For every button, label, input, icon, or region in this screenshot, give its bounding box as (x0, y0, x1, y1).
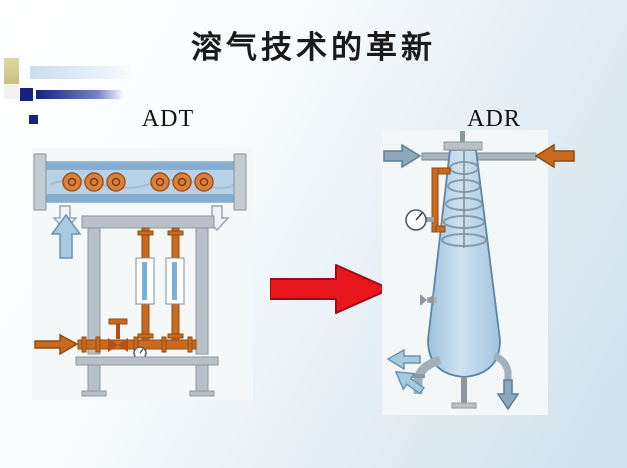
label-adr: ADR (467, 106, 521, 132)
valve-body-left (108, 338, 118, 352)
adr-diagram (382, 130, 575, 415)
red-right-arrow-icon (270, 264, 391, 314)
foot-right (189, 390, 215, 397)
foot-left (81, 390, 107, 397)
gauge-needle (139, 348, 144, 354)
valve-body-right (427, 294, 434, 306)
flange (167, 333, 184, 339)
up-flow-arrow-icon (50, 213, 82, 259)
vessel-cone-body (427, 149, 501, 378)
gauge-needle (415, 212, 423, 221)
outlet-pipe-left (413, 355, 442, 394)
outlet-flange (411, 374, 425, 378)
elbow-bottom (435, 225, 446, 233)
inlet-flow-arrow-icon (34, 333, 79, 356)
water-inlet-arrow-icon (383, 143, 422, 169)
label-adt: ADT (141, 106, 195, 132)
support-foot (451, 402, 477, 409)
flow-meter-1-float (142, 262, 147, 300)
adt-diagram (32, 148, 253, 400)
flange (167, 230, 184, 236)
frame-top-beam (81, 215, 215, 229)
flange (137, 333, 154, 339)
transition-arrow (270, 264, 391, 314)
vessel-end-cap-left (33, 153, 47, 211)
gauge-connector (425, 217, 434, 222)
orange-vertical-pipe (431, 167, 439, 233)
decoration-khaki-square (4, 58, 19, 84)
top-pipe-left (421, 152, 451, 161)
outlet-arrow-diagonal-icon (394, 370, 425, 395)
decoration-navy-bar (36, 90, 124, 99)
decoration-pale-square (4, 85, 19, 99)
feed-pipe-assembly (34, 318, 197, 360)
outlet-arrow-down-icon (496, 379, 520, 411)
decoration-lightblue-bar (30, 66, 132, 79)
adr-top-inlets (383, 143, 575, 169)
adr-left-pipe (405, 167, 451, 233)
valve-body-left (420, 294, 427, 306)
air-inlet-arrow-icon (534, 143, 575, 169)
support-leg (461, 377, 467, 403)
adt-frame (81, 215, 215, 355)
decoration-bullet-square (29, 115, 38, 124)
flow-meter-2-float (172, 262, 177, 300)
adr-bottom-outlets (386, 348, 520, 411)
frame-column-left (87, 227, 101, 355)
leg-right (195, 364, 209, 392)
adt-saturator-vessel (33, 153, 247, 211)
leg-left (87, 364, 101, 392)
vessel-top-flange (443, 141, 483, 151)
valve-body-right (118, 338, 128, 352)
outlet-arrow-left-icon (386, 348, 421, 371)
decoration-navy-square (20, 88, 33, 101)
valve-handle (108, 318, 128, 325)
spiral-elements (62, 172, 214, 192)
riser-pipes (135, 227, 185, 345)
vessel-bottom-wall (44, 194, 236, 202)
valve-stem (116, 324, 120, 339)
slide-title: 溶气技术的革新 (191, 30, 436, 65)
base-beam (75, 356, 219, 366)
outlet-pipe-right (492, 352, 512, 380)
flange (137, 230, 154, 236)
adt-base (75, 356, 219, 397)
vessel-top-wall (44, 162, 236, 170)
frame-column-right (195, 227, 209, 355)
adr-side-valve (420, 294, 437, 306)
feed-pipe-flanges (81, 336, 193, 353)
vessel-top-pin (460, 131, 465, 142)
top-pipe-right (473, 152, 537, 161)
vessel-end-cap-right (233, 153, 247, 211)
